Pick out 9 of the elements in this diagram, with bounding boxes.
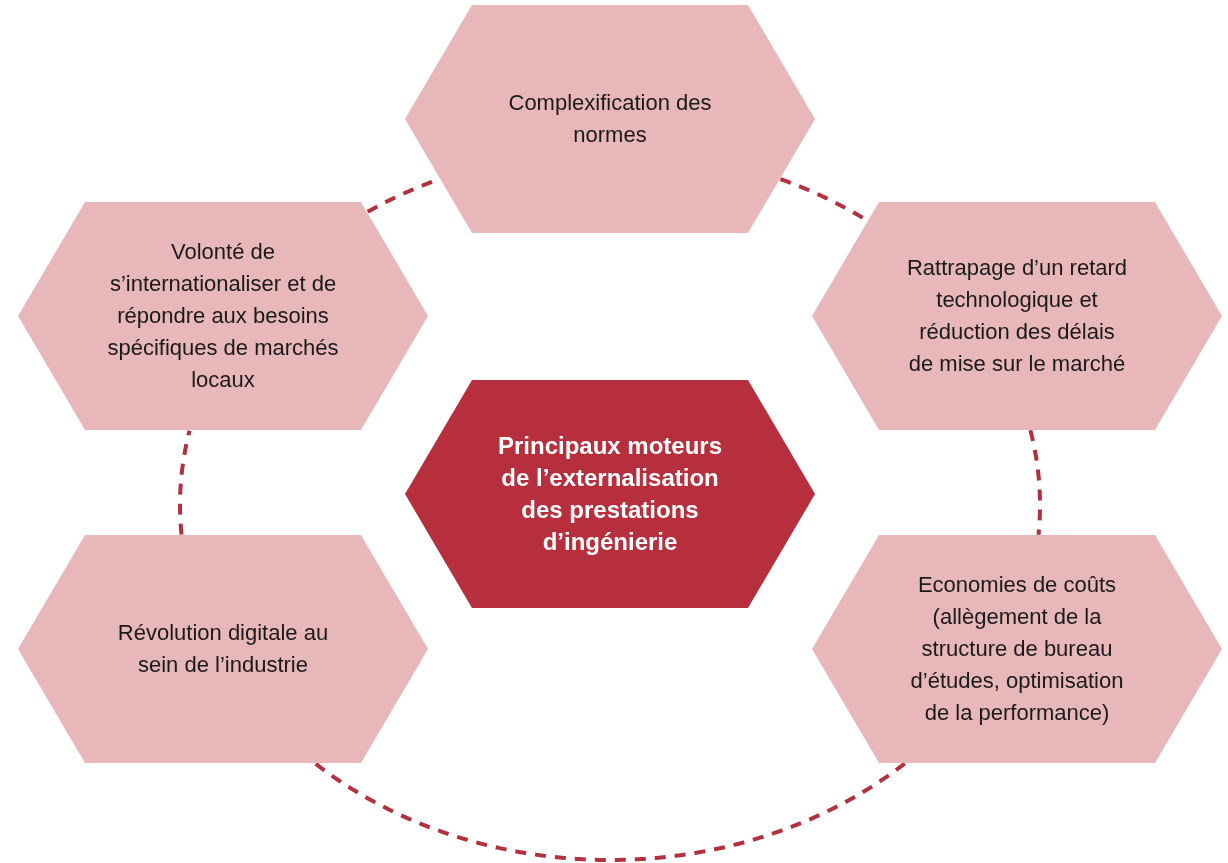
dashed-connector [314, 761, 906, 862]
driver-label: Rattrapage d’un retard technologique et réduction des délais de mise sur le marché [905, 254, 1129, 378]
driver-label: Révolution digitale au sein de l’industrie [116, 619, 330, 679]
dashed-connector [178, 429, 192, 536]
central-title: Principaux moteurs de l’externalisation des prestations d’ingénierie [496, 431, 724, 557]
driver-label: Economies de coûts (allègement de la structure de bureau d’études, optimisation de la performance) [909, 571, 1125, 727]
driver-label: Complexification des normes [507, 89, 713, 149]
dashed-connector [1028, 429, 1042, 536]
driver-label: Volonté de s’internationaliser et de répondre aux besoins spécifiques de marchés locaux [106, 238, 340, 394]
